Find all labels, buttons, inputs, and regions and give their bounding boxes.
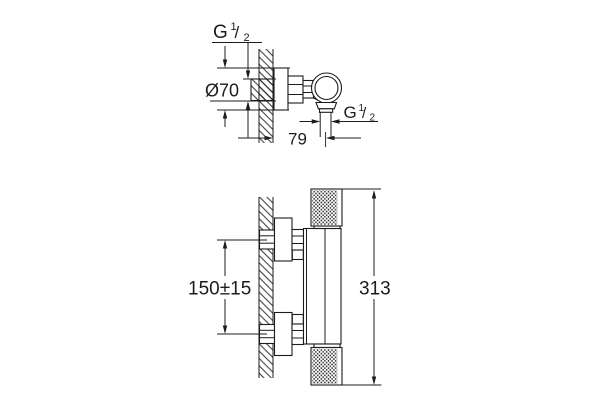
projection-label: 79 xyxy=(288,130,307,149)
dim-outlet-thread: G 1 / 2 xyxy=(299,103,378,124)
flange-diameter-label: Ø70 xyxy=(205,81,239,101)
bottom-knurled-handle xyxy=(310,346,343,386)
outlet-thread-label-denominator: 2 xyxy=(370,113,376,124)
lower-escutcheon xyxy=(273,311,293,357)
dim-flange-diameter: Ø70 xyxy=(205,46,290,127)
outlet-nipple xyxy=(318,108,334,113)
upper-connection xyxy=(258,217,305,262)
wall-hatch-lower xyxy=(259,197,273,378)
ring-outer xyxy=(310,72,343,104)
outlet-thread-label-letter: G xyxy=(344,103,357,122)
upper-view-s-union: G 1 / 2 Ø70 G xyxy=(205,21,378,149)
concealed-thread-stub xyxy=(250,78,275,102)
wall-thread-label-letter: G xyxy=(213,22,228,43)
upper-union-nut xyxy=(291,228,305,251)
bottom-handle-knurl-texture xyxy=(312,348,338,384)
wall-flange xyxy=(273,67,289,111)
elbow-body-ring xyxy=(310,72,343,104)
outlet-nut xyxy=(315,101,338,110)
lower-union-nut xyxy=(291,323,305,346)
dim-projection: 79 xyxy=(238,130,361,149)
dim-hole-spacing: 150±15 xyxy=(188,239,267,335)
upper-escutcheon xyxy=(273,217,293,262)
wall-thread-label-slash: / xyxy=(235,23,240,42)
upper-union-collar xyxy=(291,249,304,261)
wall-thread-label-numerator: 1 xyxy=(231,21,237,33)
lower-view-mixer: 150±15 313 xyxy=(188,188,391,386)
top-knurled-handle xyxy=(310,188,343,227)
dim-overall-height: 313 xyxy=(342,188,391,386)
outlet-connection xyxy=(315,101,338,147)
wall-thread-label-denominator: 2 xyxy=(244,32,250,44)
ring-inner xyxy=(314,75,339,101)
outlet-thread-label-slash: / xyxy=(362,105,367,122)
overall-height-label: 313 xyxy=(359,279,391,300)
dim-wall-thread: G 1 / 2 xyxy=(210,21,276,138)
outlet-thread-label-numerator: 1 xyxy=(359,103,365,114)
hole-spacing-label: 150±15 xyxy=(188,279,251,300)
wall-section-lower xyxy=(258,197,274,378)
union-hex-nut-upper-view xyxy=(287,75,304,104)
top-handle-knurl-texture xyxy=(312,190,338,225)
mixer-body xyxy=(302,227,342,345)
lower-union-collar xyxy=(291,313,304,325)
